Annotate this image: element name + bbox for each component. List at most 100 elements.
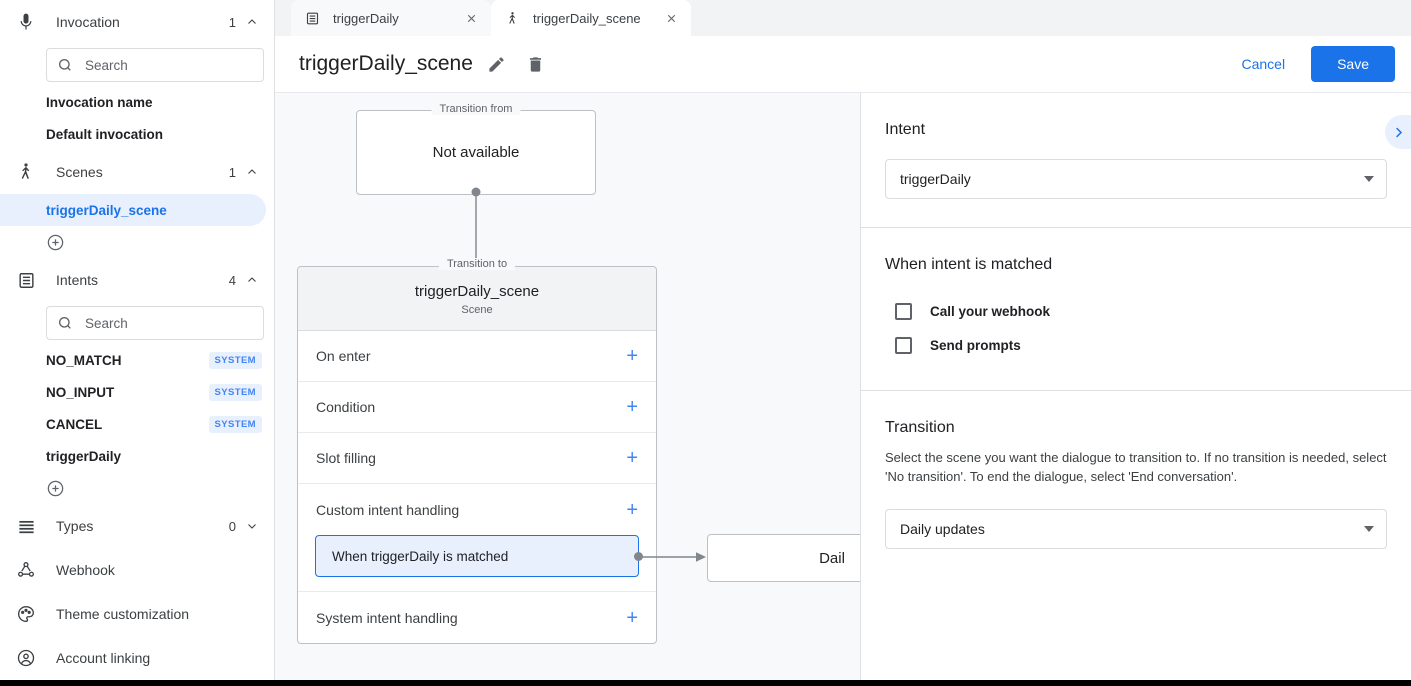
send-prompts-checkbox-row[interactable]: Send prompts: [885, 328, 1387, 362]
sidebar-section-label: Intents: [56, 272, 99, 288]
sidebar-section-scenes[interactable]: Scenes 1: [0, 150, 274, 194]
sidebar-item-no-input[interactable]: NO_INPUT SYSTEM: [0, 376, 274, 408]
when-intent-matched-section: When intent is matched Call your webhook…: [861, 228, 1411, 391]
intent-handler-chip[interactable]: When triggerDaily is matched: [315, 535, 643, 577]
sidebar-item-account-linking[interactable]: Account linking: [0, 636, 274, 680]
cancel-button[interactable]: Cancel: [1227, 48, 1299, 80]
when-matched-title: When intent is matched: [885, 256, 1053, 273]
sidebar-section-label: Types: [56, 518, 94, 534]
sidebar-section-count: 1: [228, 164, 236, 180]
search-icon: [58, 58, 71, 71]
sidebar-item-label: Default invocation: [46, 126, 164, 142]
chevron-down-icon: [1364, 176, 1374, 182]
properties-panel: Intent triggerDaily When intent is match…: [860, 93, 1411, 686]
scene-card: Transition to triggerDaily_scene Scene O…: [297, 258, 657, 644]
chevron-up-icon[interactable]: [246, 166, 258, 178]
body-area: Transition from Not available Transition…: [275, 93, 1411, 686]
transition-from-value: Not available: [432, 144, 520, 161]
add-on-enter-icon[interactable]: +: [626, 345, 638, 367]
chip-anchor-dot: [633, 551, 643, 561]
add-condition-icon[interactable]: +: [626, 396, 638, 418]
save-button[interactable]: Save: [1311, 46, 1395, 82]
sidebar-item-no-match[interactable]: NO_MATCH SYSTEM: [0, 344, 274, 376]
chevron-up-icon[interactable]: [246, 16, 258, 28]
sidebar: Invocation 1 Search Invocation name Defa…: [0, 0, 275, 686]
transition-from-legend: Transition from: [431, 103, 521, 115]
chevron-up-icon[interactable]: [246, 274, 258, 286]
scene-row-label: On enter: [316, 348, 371, 364]
search-placeholder: Search: [85, 315, 128, 331]
plus-circle-icon: [47, 480, 64, 496]
tab-triggerdaily-scene[interactable]: triggerDaily_scene: [491, 0, 691, 36]
scene-card-title: triggerDaily_scene: [414, 283, 540, 300]
send-prompts-checkbox[interactable]: [895, 336, 912, 354]
connector-chip-to-target: [641, 552, 706, 562]
scene-row-slot-filling[interactable]: Slot filling +: [298, 433, 656, 484]
close-icon[interactable]: [463, 10, 479, 26]
tab-triggerdaily[interactable]: triggerDaily: [291, 0, 491, 36]
sidebar-section-intents[interactable]: Intents 4: [0, 258, 274, 302]
trash-icon[interactable]: [526, 55, 545, 74]
scene-row-system-intent-handling[interactable]: System intent handling +: [298, 592, 656, 643]
microphone-icon: [14, 10, 38, 34]
sidebar-item-label: Invocation name: [46, 94, 153, 110]
account-icon: [14, 646, 38, 670]
sidebar-section-count: 0: [228, 518, 236, 534]
intents-icon: [14, 268, 38, 292]
transition-section: Transition Select the scene you want the…: [861, 391, 1411, 577]
tab-label: triggerDaily: [333, 10, 399, 26]
call-webhook-checkbox-row[interactable]: Call your webhook: [885, 294, 1387, 328]
scene-row-label: Condition: [316, 399, 376, 415]
call-webhook-label: Call your webhook: [930, 303, 1051, 319]
pencil-icon[interactable]: [487, 55, 506, 74]
transition-target-node[interactable]: Tr Dail: [707, 534, 860, 582]
sidebar-item-label: triggerDaily_scene: [46, 202, 167, 218]
sidebar-item-label: CANCEL: [46, 416, 103, 432]
transition-from-node[interactable]: Transition from Not available: [356, 103, 596, 195]
transition-select[interactable]: Daily updates: [885, 508, 1387, 549]
close-icon[interactable]: [663, 10, 679, 26]
add-custom-intent-icon[interactable]: +: [626, 498, 638, 521]
scene-row-label: Slot filling: [316, 450, 376, 466]
sidebar-item-theme-customization[interactable]: Theme customization: [0, 592, 274, 636]
add-slot-filling-icon[interactable]: +: [626, 447, 638, 469]
page-title: triggerDaily_scene: [299, 52, 473, 75]
add-scene-button[interactable]: [0, 226, 274, 258]
sidebar-section-types[interactable]: Types 0: [0, 504, 274, 548]
add-intent-button[interactable]: [0, 472, 274, 504]
scene-row-on-enter[interactable]: On enter +: [298, 331, 656, 382]
intents-search-input[interactable]: Search: [46, 306, 264, 340]
chevron-right-icon[interactable]: [1385, 115, 1411, 149]
intent-select[interactable]: triggerDaily: [885, 159, 1387, 199]
status-badge: SYSTEM: [208, 383, 262, 401]
call-webhook-checkbox[interactable]: [895, 302, 912, 320]
sidebar-item-default-invocation[interactable]: Default invocation: [0, 118, 274, 150]
sidebar-item-triggerdaily[interactable]: triggerDaily: [0, 440, 274, 472]
palette-icon: [14, 602, 38, 626]
intent-icon: [305, 10, 321, 26]
intent-section-title: Intent: [885, 121, 926, 138]
scene-row-label: Custom intent handling: [316, 501, 460, 518]
add-system-intent-icon[interactable]: +: [626, 606, 638, 629]
scene-icon: [505, 10, 521, 26]
scene-row-custom-intent-handling[interactable]: Custom intent handling +: [298, 484, 656, 535]
invocation-search-input[interactable]: Search: [46, 48, 264, 82]
transition-target-value: Dail: [819, 549, 845, 567]
scene-row-condition[interactable]: Condition +: [298, 382, 656, 433]
transition-description: Select the scene you want the dialogue t…: [885, 450, 1387, 484]
types-icon: [14, 514, 38, 538]
sidebar-section-label: Scenes: [56, 164, 103, 180]
sidebar-item-webhook[interactable]: Webhook: [0, 548, 274, 592]
scene-card-header: triggerDaily_scene Scene: [298, 267, 656, 331]
plus-circle-icon: [47, 234, 64, 250]
sidebar-item-cancel[interactable]: CANCEL SYSTEM: [0, 408, 274, 440]
sidebar-section-label: Invocation: [56, 14, 120, 30]
scenes-icon: [14, 160, 38, 184]
scene-section-custom-intent-handling: Custom intent handling + When triggerDai…: [298, 484, 656, 592]
chevron-down-icon[interactable]: [246, 520, 258, 532]
sidebar-item-triggerdaily-scene[interactable]: triggerDaily_scene: [0, 194, 266, 226]
sidebar-item-invocation-name[interactable]: Invocation name: [0, 86, 274, 118]
sidebar-section-invocation[interactable]: Invocation 1: [0, 0, 274, 44]
intent-section: Intent triggerDaily: [861, 93, 1411, 228]
scene-graph-canvas[interactable]: Transition from Not available Transition…: [275, 93, 860, 686]
